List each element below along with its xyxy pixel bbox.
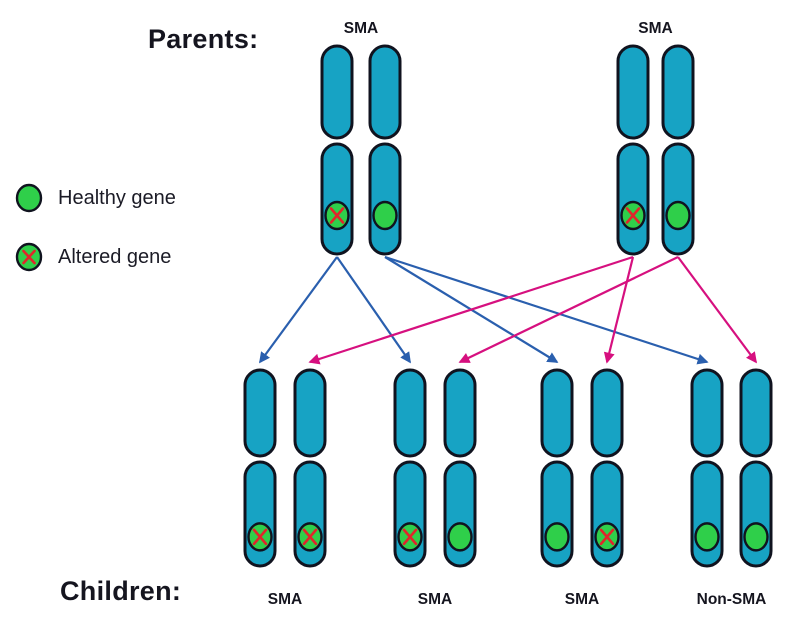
inheritance-arrow-altered [336,256,411,364]
chromosome-arm-top [739,368,773,458]
chromosome-arm-top [616,44,650,140]
child-1-chromosome-2 [293,368,327,568]
chromosome-arm-top [540,368,574,458]
healthy-gene-marker [743,522,769,552]
inheritance-arrow-healthy [458,256,679,363]
child-label: SMA [565,591,599,608]
chromosome-arm-top [690,368,724,458]
parent-1: SMA [320,20,402,256]
chromosome-arm-bottom [368,142,402,256]
legend-item-altered: Altered gene [14,242,176,272]
altered-gene-icon [15,242,43,272]
parent-2-chromosome-2 [661,44,695,256]
chromosome-arm-top [393,368,427,458]
chromosome-arm-top [368,44,402,140]
chromosome-arm-bottom [616,142,650,256]
child-1: SMA [243,368,327,608]
parent-1-chromosome-1 [320,44,354,256]
children-heading: Children: [60,576,182,606]
chromosome-arm-bottom [661,142,695,256]
altered-x-icon [599,528,615,546]
parent-1-chromosome-2 [368,44,402,256]
parent-label: SMA [638,20,672,37]
parent-2-chromosome-1 [616,44,650,256]
child-2: SMA [393,368,477,608]
chromosome-arm-bottom [320,142,354,256]
altered-x-icon [402,528,418,546]
child-3-chromosome-2 [590,368,624,568]
inheritance-arrow-altered [259,256,338,364]
chromosome-arm-top [590,368,624,458]
chromosome-arm-top [661,44,695,140]
chromosome-arm-top [243,368,277,458]
healthy-gene-marker [372,200,398,231]
parent-label: SMA [344,20,378,37]
altered-x-icon [302,528,318,546]
healthy-gene-marker [694,522,720,552]
child-label: SMA [268,591,302,608]
legend-label-healthy: Healthy gene [58,186,176,209]
chromosome-arm-top [293,368,327,458]
child-label: SMA [418,591,452,608]
inheritance-arrow-altered [603,256,635,364]
child-3: SMA [540,368,624,608]
inheritance-arrow-healthy [384,255,709,365]
altered-x-icon [329,207,345,224]
chromosome-arm-top [443,368,477,458]
legend: Healthy gene Altered gene [14,183,176,272]
legend-label-altered: Altered gene [58,245,172,268]
child-1-chromosome-1 [243,368,277,568]
child-2-chromosome-1 [393,368,427,568]
chromosome-arm-top [320,44,354,140]
inheritance-arrow-healthy [677,256,757,364]
inheritance-arrow-altered [308,255,634,365]
child-4-chromosome-2 [739,368,773,568]
parents-heading: Parents: [148,24,259,54]
healthy-gene-marker [665,200,691,231]
healthy-gene-marker [544,522,570,552]
child-3-chromosome-1 [540,368,574,568]
legend-item-healthy: Healthy gene [14,183,176,213]
healthy-gene-icon [15,183,43,213]
child-label: Non-SMA [697,591,767,608]
parent-2: SMA [616,20,695,256]
child-4-chromosome-1 [690,368,724,568]
child-2-chromosome-2 [443,368,477,568]
altered-x-icon [252,528,268,546]
child-4: Non-SMA [690,368,773,608]
altered-x-icon [625,207,641,224]
healthy-gene-marker [447,522,473,552]
